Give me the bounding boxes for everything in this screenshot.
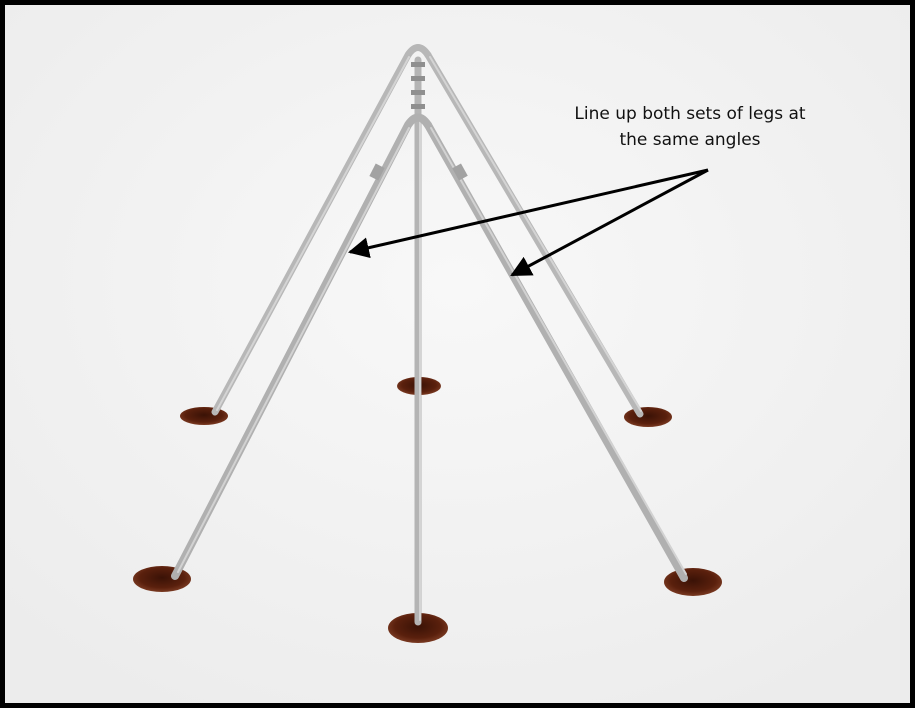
annotation-line-2: the same angles: [619, 130, 761, 150]
footing-hole-front-right: [664, 568, 722, 596]
footing-holes: [133, 377, 722, 643]
annotation-line-1: Line up both sets of legs at: [574, 104, 806, 124]
footing-hole-back-right: [624, 407, 672, 427]
annotation-arrows: [347, 168, 709, 277]
arrow-to-back-leg: [347, 168, 709, 259]
annotation-text: Line up both sets of legs at the same an…: [545, 101, 835, 153]
swing-frame-illustration: [5, 5, 910, 703]
footing-hole-front-center: [388, 613, 448, 643]
back-leg-set: [211, 44, 644, 418]
front-leg-set: [171, 113, 688, 582]
footing-hole-back-left: [180, 407, 228, 425]
arrow-to-front-leg: [510, 168, 709, 277]
front-leg-right: [424, 121, 688, 582]
